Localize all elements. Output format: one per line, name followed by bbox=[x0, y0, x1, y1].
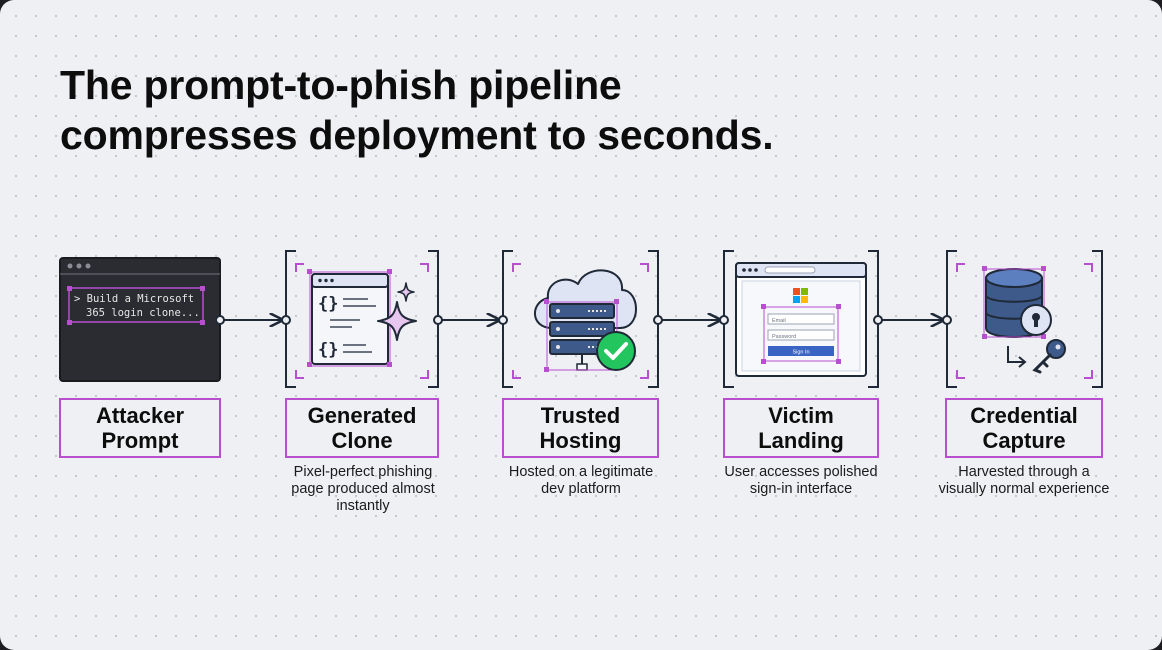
stage-label-generated-clone: Generated Clone bbox=[285, 398, 439, 458]
code-document-sparkle-icon: {} {} bbox=[307, 269, 417, 367]
stage-5-desc-line-1: Harvested through a bbox=[958, 464, 1090, 480]
stage-label-trusted-hosting: Trusted Hosting bbox=[502, 398, 659, 458]
stage-3-name-line-1: Trusted bbox=[540, 403, 621, 428]
stage-3-inner-brackets bbox=[512, 263, 649, 379]
terminal-command-line-1: > Build a Microsoft bbox=[74, 293, 194, 305]
stage-5-name-line-2: Capture bbox=[982, 428, 1066, 453]
stage-5-inner-brackets bbox=[956, 263, 1093, 379]
stage-3-desc-line-2: dev platform bbox=[541, 481, 621, 497]
slide-title: The prompt-to-phish pipeline compresses … bbox=[60, 60, 774, 160]
terminal-command-line-2: 365 login clone... bbox=[86, 307, 200, 319]
stage-2-desc-line-3: instantly bbox=[336, 498, 390, 514]
password-field-label: Password bbox=[772, 334, 796, 340]
sign-in-button-label: Sign In bbox=[792, 350, 809, 356]
stage-5-description: Harvested through a visually normal expe… bbox=[919, 464, 1129, 498]
stage-4-name-line-2: Landing bbox=[758, 428, 844, 453]
svg-text:{}: {} bbox=[318, 340, 338, 360]
stage-2-desc-line-1: Pixel-perfect phishing bbox=[293, 464, 433, 480]
connector-3 bbox=[653, 316, 729, 324]
connector-2 bbox=[433, 316, 508, 324]
stage-2-name-line-2: Clone bbox=[331, 428, 393, 453]
stage-2-desc-line-2: page produced almost bbox=[291, 481, 435, 497]
stage-5-desc-line-2: visually normal experience bbox=[938, 481, 1110, 497]
stage-4-desc-line-1: User accesses polished bbox=[724, 464, 878, 480]
stage-4-desc-line-2: sign-in interface bbox=[749, 481, 853, 497]
connector-4 bbox=[873, 316, 952, 324]
cloud-server-check-icon bbox=[534, 269, 637, 372]
stage-5-name-line-1: Credential bbox=[970, 403, 1078, 428]
svg-text:{}: {} bbox=[318, 294, 338, 314]
stage-3-name-line-2: Hosting bbox=[539, 428, 622, 453]
stage-2-name-line-1: Generated bbox=[307, 403, 417, 428]
email-field-label: Email bbox=[772, 318, 786, 324]
stage-label-credential-capture: Credential Capture bbox=[945, 398, 1103, 458]
stage-4-description: User accesses polished sign-in interface bbox=[701, 464, 901, 498]
stage-3-desc-line-1: Hosted on a legitimate bbox=[508, 464, 654, 480]
stage-1-name-line-2: Prompt bbox=[101, 428, 179, 453]
browser-login-icon: Email Password Sign In bbox=[735, 262, 867, 377]
terminal-icon: > Build a Microsoft 365 login clone... bbox=[59, 257, 221, 382]
stage-label-attacker-prompt: Attacker Prompt bbox=[59, 398, 221, 458]
database-lock-key-icon bbox=[982, 266, 1066, 374]
microsoft-logo-icon bbox=[793, 288, 808, 303]
stage-1-name-line-1: Attacker bbox=[95, 403, 185, 428]
connector-1 bbox=[215, 316, 291, 324]
stage-3-description: Hosted on a legitimate dev platform bbox=[491, 464, 671, 498]
title-line-1: The prompt-to-phish pipeline bbox=[60, 62, 622, 108]
stage-label-victim-landing: Victim Landing bbox=[723, 398, 879, 458]
stage-2-inner-brackets bbox=[295, 263, 429, 379]
stage-4-name-line-1: Victim bbox=[768, 403, 834, 428]
title-line-2: compresses deployment to seconds. bbox=[60, 112, 774, 158]
stage-2-description: Pixel-perfect phishing page produced alm… bbox=[273, 464, 453, 515]
